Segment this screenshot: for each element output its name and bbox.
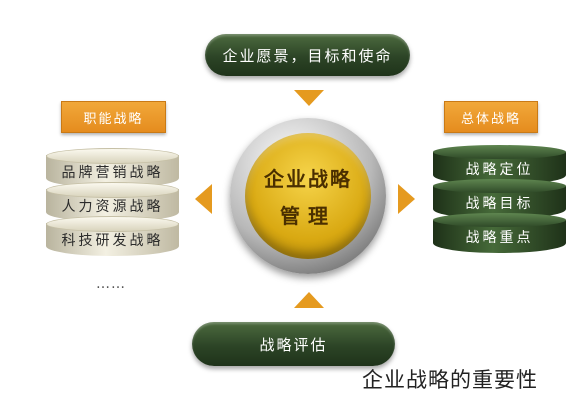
functional-strategy-stack: 品牌营销战略 人力资源战略 科技研发战略 xyxy=(46,148,179,257)
arrow-up-icon xyxy=(294,292,324,308)
functional-strategy-label: 职能战略 xyxy=(61,101,166,133)
overall-strategy-label: 总体战略 xyxy=(444,101,538,133)
overall-strategy-title: 总体战略 xyxy=(460,111,521,127)
stack-item: 战略重点 xyxy=(433,213,566,253)
vision-pill: 企业愿景，目标和使命 xyxy=(205,34,410,76)
evaluation-pill: 战略评估 xyxy=(192,322,395,366)
functional-strategy-title: 职能战略 xyxy=(83,111,144,127)
center-title-line2: 管理 xyxy=(280,204,336,228)
caption-text: 企业战略的重要性 xyxy=(362,368,538,392)
stack-item: 人力资源战略 xyxy=(46,182,179,222)
vision-label: 企业愿景，目标和使命 xyxy=(222,46,393,65)
evaluation-label: 战略评估 xyxy=(259,335,328,354)
arrow-down-icon xyxy=(294,90,324,106)
center-title-line1: 企业战略 xyxy=(264,167,352,191)
stack-item: 战略定位 xyxy=(433,145,566,185)
arrow-left-icon xyxy=(195,184,212,214)
center-circle: 企业战略 管理 xyxy=(245,133,371,259)
arrow-right-icon xyxy=(398,184,415,214)
stack-item: 品牌营销战略 xyxy=(46,148,179,188)
overall-strategy-stack: 战略定位 战略目标 战略重点 xyxy=(433,145,566,254)
more-ellipsis: …… xyxy=(96,276,126,292)
stack-item: 科技研发战略 xyxy=(46,216,179,256)
